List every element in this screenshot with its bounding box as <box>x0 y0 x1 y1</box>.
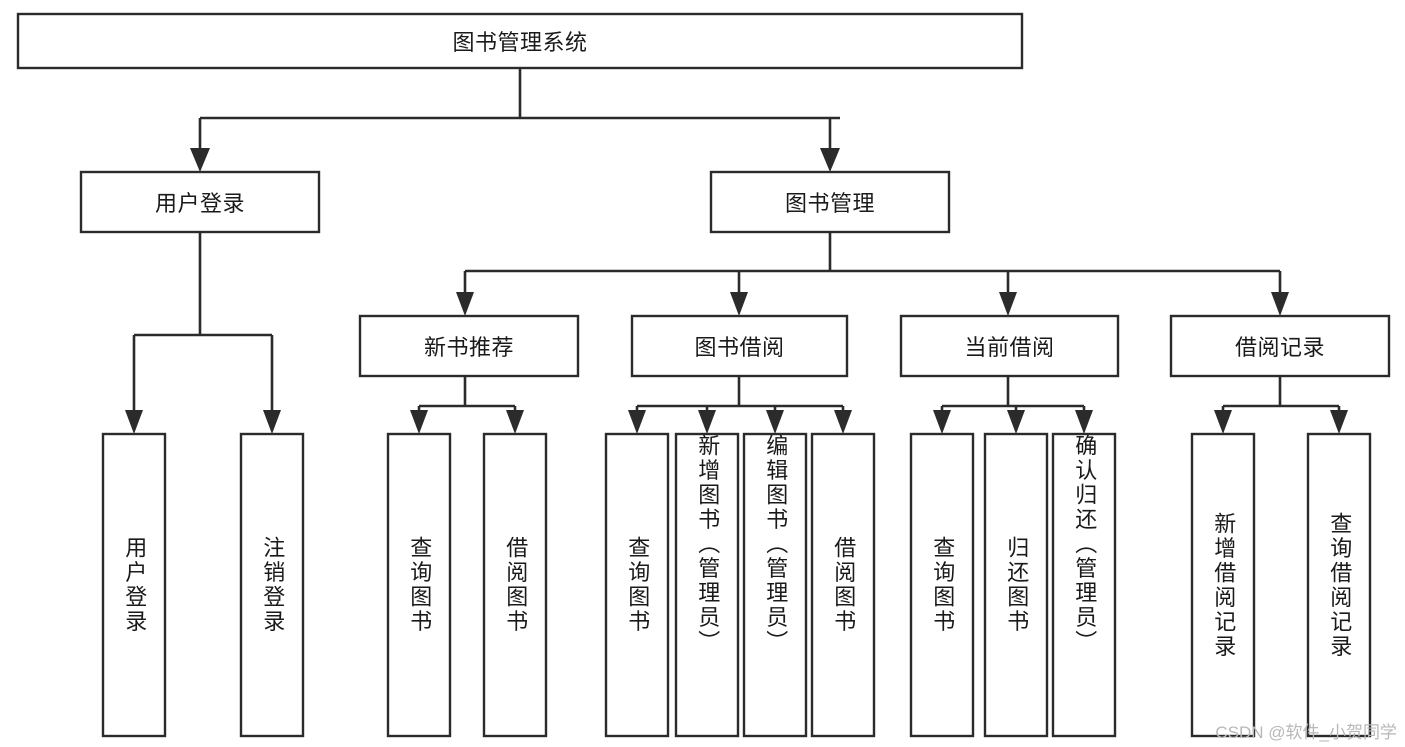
node-box-book-manage[interactable] <box>709 170 951 234</box>
node-box-leaf-logout-login[interactable] <box>239 432 305 738</box>
node-box-borrow-record[interactable] <box>1169 314 1391 378</box>
node-box-leaf-confirm-return[interactable] <box>1051 432 1117 738</box>
watermark-text: CSDN @软件_小贺同学 <box>1215 723 1397 742</box>
arrow-head-leaf-add-book <box>698 410 716 434</box>
node-box-leaf-query-book-2[interactable] <box>604 432 670 738</box>
node-box-leaf-return-book[interactable] <box>983 432 1049 738</box>
arrow-head-new-book-rec <box>456 292 474 316</box>
node-box-layer <box>16 12 1391 738</box>
arrow-head-borrow-record <box>1271 292 1289 316</box>
arrow-head-user-login <box>190 148 210 172</box>
node-box-new-book-rec[interactable] <box>358 314 580 378</box>
arrow-head-leaf-return-book <box>1007 410 1025 434</box>
node-box-leaf-edit-book[interactable] <box>742 432 808 738</box>
arrow-head-leaf-borrow-book-2 <box>834 410 852 434</box>
node-box-user-login[interactable] <box>79 170 321 234</box>
arrow-head-leaf-query-book-1 <box>410 410 428 434</box>
arrow-head-leaf-query-book-2 <box>628 410 646 434</box>
arrow-head-book-manage <box>820 148 840 172</box>
arrow-head-leaf-add-record <box>1214 410 1232 434</box>
node-box-leaf-borrow-book-2[interactable] <box>810 432 876 738</box>
node-box-leaf-query-book-1[interactable] <box>386 432 452 738</box>
node-box-root[interactable] <box>16 12 1024 70</box>
node-box-book-borrow[interactable] <box>630 314 849 378</box>
arrow-head-book-borrow <box>730 292 748 316</box>
arrow-head-leaf-user-login <box>125 410 143 434</box>
arrow-head-current-borrow <box>999 292 1017 316</box>
node-box-leaf-add-record[interactable] <box>1190 432 1256 738</box>
arrow-head-leaf-query-book-3 <box>933 410 951 434</box>
node-box-leaf-query-record[interactable] <box>1306 432 1372 738</box>
arrow-head-leaf-query-record <box>1330 410 1348 434</box>
arrow-head-leaf-borrow-book-1 <box>506 410 524 434</box>
connector-layer <box>125 68 1348 434</box>
node-box-leaf-user-login[interactable] <box>101 432 167 738</box>
node-box-leaf-add-book[interactable] <box>674 432 740 738</box>
node-box-leaf-query-book-3[interactable] <box>909 432 975 738</box>
node-box-current-borrow[interactable] <box>899 314 1120 378</box>
arrow-head-leaf-confirm-return <box>1075 410 1093 434</box>
arrow-head-leaf-edit-book <box>766 410 784 434</box>
arrow-head-leaf-logout-login <box>263 410 281 434</box>
node-box-leaf-borrow-book-1[interactable] <box>482 432 548 738</box>
